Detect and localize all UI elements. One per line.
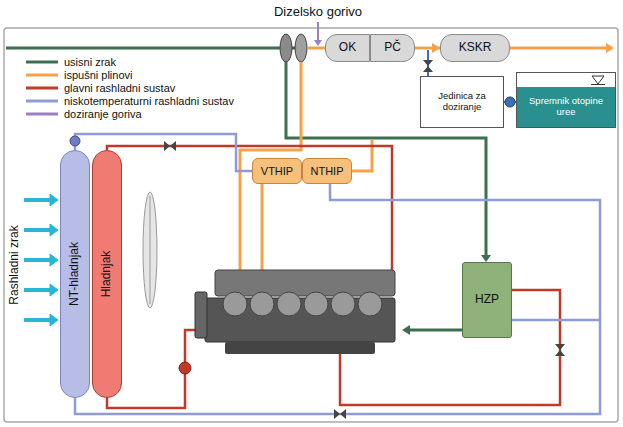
legend-sample (26, 74, 58, 77)
filter-box: PČ (370, 34, 415, 62)
node-label: VTHIP (261, 165, 293, 178)
air-arrow (24, 228, 50, 232)
intake-pipe (6, 47, 280, 50)
valve-symbol (164, 141, 176, 151)
fuel-label: Dizelsko gorivo (274, 4, 362, 19)
arrow-head (50, 314, 58, 326)
radiator-capsule: Hladnjak (92, 150, 122, 398)
pump-symbol (505, 97, 515, 107)
node-text-group: PČ (384, 41, 401, 55)
lt-coolant-pipe (75, 184, 600, 414)
arrow-head (481, 255, 491, 262)
node-label: HZP (475, 293, 499, 307)
arrow-head (314, 40, 322, 46)
node-text-group: Spremnik otopine uree (520, 96, 612, 118)
fan-symbol (143, 192, 157, 308)
node-text-group: HZP (475, 293, 499, 307)
engine-cylinder (223, 292, 247, 316)
valve-symbol (334, 409, 346, 419)
fan-symbol (150, 196, 151, 304)
air-arrow (24, 318, 50, 322)
frame (4, 28, 618, 422)
legend-label: doziranje goriva (64, 107, 142, 121)
node-label: Jedinica za doziranje (424, 91, 500, 113)
level-mark (591, 84, 605, 85)
air-arrows (24, 194, 58, 326)
pump-symbol (70, 136, 80, 146)
node-label: NT-hladnjak (68, 242, 82, 306)
level-mark (592, 76, 604, 84)
legend-sample (26, 113, 58, 116)
node-label: OK (339, 41, 356, 55)
exhaust-pipe (307, 47, 325, 50)
legend-sample (26, 100, 58, 103)
fuel-line (317, 22, 319, 40)
legend-label: niskotemperaturni rashladni sustav (64, 94, 234, 108)
arrow-head (402, 325, 410, 335)
engine-cylinder (331, 292, 355, 316)
arrow-head (50, 284, 58, 296)
node-text-group: NTHIP (311, 165, 344, 178)
urea-tank: Spremnik otopine uree (516, 72, 616, 128)
level-mark (591, 75, 605, 85)
oil-pan (225, 342, 375, 354)
valve-symbol (423, 60, 433, 72)
engine-cylinder (250, 292, 274, 316)
arrow-head (432, 43, 440, 53)
compressor-wheel (280, 34, 292, 62)
air-label: Rashladni zrak (7, 225, 21, 304)
egr-pipe (261, 184, 264, 270)
exhaust-pipe (510, 47, 606, 50)
radiator-capsule: NT-hladnjak (60, 150, 90, 398)
lt-coolant-pipe (512, 319, 600, 322)
engine-cylinder (277, 292, 301, 316)
egr-cooler-box: NTHIP (302, 158, 352, 184)
engine-front (195, 292, 207, 338)
egr-cooler-box: VTHIP (252, 158, 302, 184)
arrow-head (50, 254, 58, 266)
node-text-group: Jedinica za doziranje (424, 91, 500, 113)
turbine-wheel (295, 34, 307, 62)
charge-air-pipe (410, 329, 462, 332)
arrow-head (50, 194, 58, 206)
arrow-head (50, 224, 58, 236)
charge-air-cooler-box: HZP (462, 262, 512, 338)
node-label: Hladnjak (100, 251, 114, 298)
node-text-group: OK (339, 41, 356, 55)
node-label: Spremnik otopine uree (520, 96, 612, 118)
exhaust-pipe (240, 62, 301, 270)
air-arrow (24, 258, 50, 262)
legend-sample (26, 87, 58, 90)
node-text-group: VTHIP (261, 165, 293, 178)
egr-pipe (352, 140, 372, 171)
node-label: KSKR (459, 41, 492, 55)
scr-box: KSKR (440, 34, 510, 62)
dosing-unit-box: Jedinica za doziranje (420, 76, 504, 128)
air-arrow (24, 198, 50, 202)
legend-label: glavni rashladni sustav (64, 81, 175, 95)
legend-sample (26, 61, 58, 64)
node-text-group: KSKR (459, 41, 492, 55)
valve-symbol (555, 344, 565, 356)
arrow-head (606, 43, 614, 53)
catalyst-box: OK (325, 34, 370, 62)
air-arrow (24, 288, 50, 292)
engine-cylinder (304, 292, 328, 316)
engine-cylinder (358, 292, 382, 316)
engine-illustration (195, 270, 395, 354)
node-label: PČ (384, 41, 401, 55)
legend-label: ispušni plinovi (64, 68, 132, 82)
node-label: NTHIP (311, 165, 344, 178)
legend-label: usisni zrak (64, 55, 116, 69)
pump-symbol (179, 362, 191, 374)
